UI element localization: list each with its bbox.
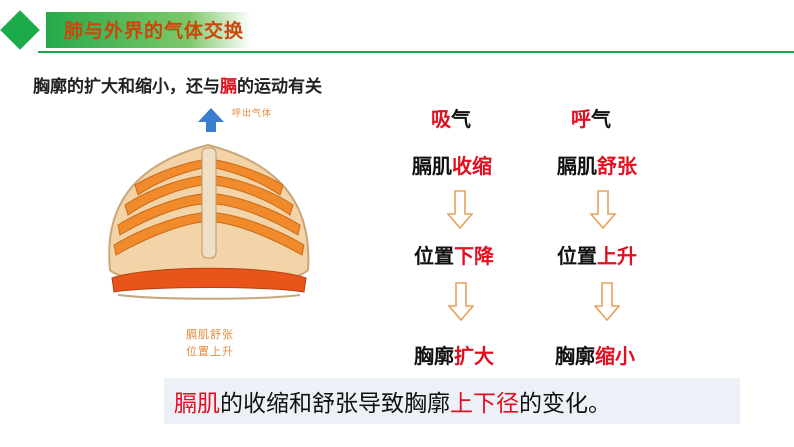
ribcage-illustration [108, 108, 310, 300]
conclusion-box [164, 378, 740, 424]
title-banner [46, 12, 251, 48]
exhale-row1-black: 膈肌 [557, 154, 597, 178]
inhale-row2-red: 下降 [454, 244, 494, 268]
exhale-row1-red: 舒张 [597, 154, 637, 178]
exhale-heading-red: 呼 [571, 107, 591, 131]
slide-title: 肺与外界的气体交换 [64, 20, 245, 42]
inhale-row2-black: 位置 [414, 244, 454, 268]
inhale-row2: 位置下降 [414, 240, 494, 269]
diamond-icon [0, 10, 40, 50]
inhale-row1-red: 收缩 [452, 154, 492, 178]
subtitle-part1: 胸廓的扩大和缩小，还与 [33, 77, 220, 97]
down-arrow-icon [594, 282, 620, 322]
subtitle: 胸廓的扩大和缩小，还与膈的运动有关 [33, 72, 322, 97]
figure-bottom-label-2: 位置上升 [186, 345, 234, 358]
up-arrow-icon [590, 190, 616, 230]
down-arrow-icon [448, 282, 474, 322]
down-arrow-icon [447, 190, 473, 230]
exhale-row1: 膈肌舒张 [557, 150, 637, 179]
inhale-heading-black: 气 [451, 107, 471, 131]
exhale-row3-black: 胸廓 [555, 344, 595, 368]
inhale-row1: 膈肌收缩 [412, 150, 492, 179]
slide-header: 肺与外界的气体交换 [0, 0, 794, 58]
inhale-heading-red: 吸 [431, 107, 451, 131]
conclusion-mid: 的收缩和舒张导致胸廓 [220, 391, 450, 417]
header-divider [38, 51, 794, 53]
exhale-row3: 胸廓缩小 [555, 340, 635, 369]
conclusion-red1: 膈肌 [174, 391, 220, 417]
conclusion-end: 的变化。 [519, 391, 611, 417]
conclusion-text: 膈肌的收缩和舒张导致胸廓上下径的变化。 [174, 384, 611, 418]
up-arrow-icon [198, 108, 224, 132]
exhale-row2-black: 位置 [557, 244, 597, 268]
inhale-heading: 吸气 [431, 103, 471, 132]
subtitle-part2: 的运动有关 [237, 77, 322, 97]
inhale-row3-black: 胸廓 [414, 344, 454, 368]
exhale-heading: 呼气 [571, 103, 611, 132]
exhale-row2-red: 上升 [597, 244, 637, 268]
inhale-row1-black: 膈肌 [412, 154, 452, 178]
exhale-row2: 位置上升 [557, 240, 637, 269]
figure-bottom-label-1: 膈肌舒张 [186, 328, 234, 341]
conclusion-red2: 上下径 [450, 391, 519, 417]
subtitle-highlight: 膈 [220, 77, 237, 97]
exhale-row3-red: 缩小 [595, 344, 635, 368]
figure-top-label: 呼出气体 [232, 109, 273, 119]
exhale-heading-black: 气 [591, 107, 611, 131]
inhale-row3-red: 扩大 [454, 344, 494, 368]
inhale-row3: 胸廓扩大 [414, 340, 494, 369]
